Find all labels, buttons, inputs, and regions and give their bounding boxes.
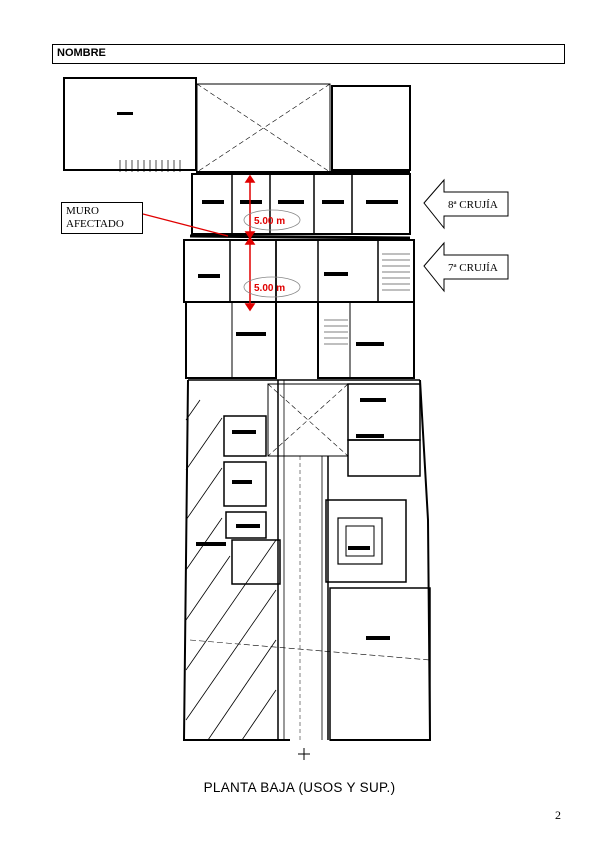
top-left-room [63,77,197,171]
crujia-8-label: 8ª CRUJÍA [448,199,498,211]
page-number: 2 [555,808,561,822]
affected-wall [189,234,411,240]
dimension-ellipse-lower [243,276,301,298]
top-courtyard [196,83,331,173]
muro-afectado-callout: MURO AFECTADO [61,202,143,234]
top-right-room [331,85,411,171]
plan-caption: PLANTA BAJA (USOS Y SUP.) [203,780,396,795]
header-label: NOMBRE [57,47,106,59]
header-box: NOMBRE [52,44,565,64]
dimension-label-lower: 5.00 m [254,283,285,294]
muro-line1: MURO [66,205,100,217]
dimension-ellipse-upper [243,209,301,231]
crujia-7-label: 7ª CRUJÍA [448,262,498,274]
muro-line2: AFECTADO [66,218,124,230]
crujia-7-arrow [423,241,509,293]
dimension-label-upper: 5.00 m [254,216,285,227]
crujia-8-arrow [423,178,509,230]
muro-pointer [142,213,229,237]
